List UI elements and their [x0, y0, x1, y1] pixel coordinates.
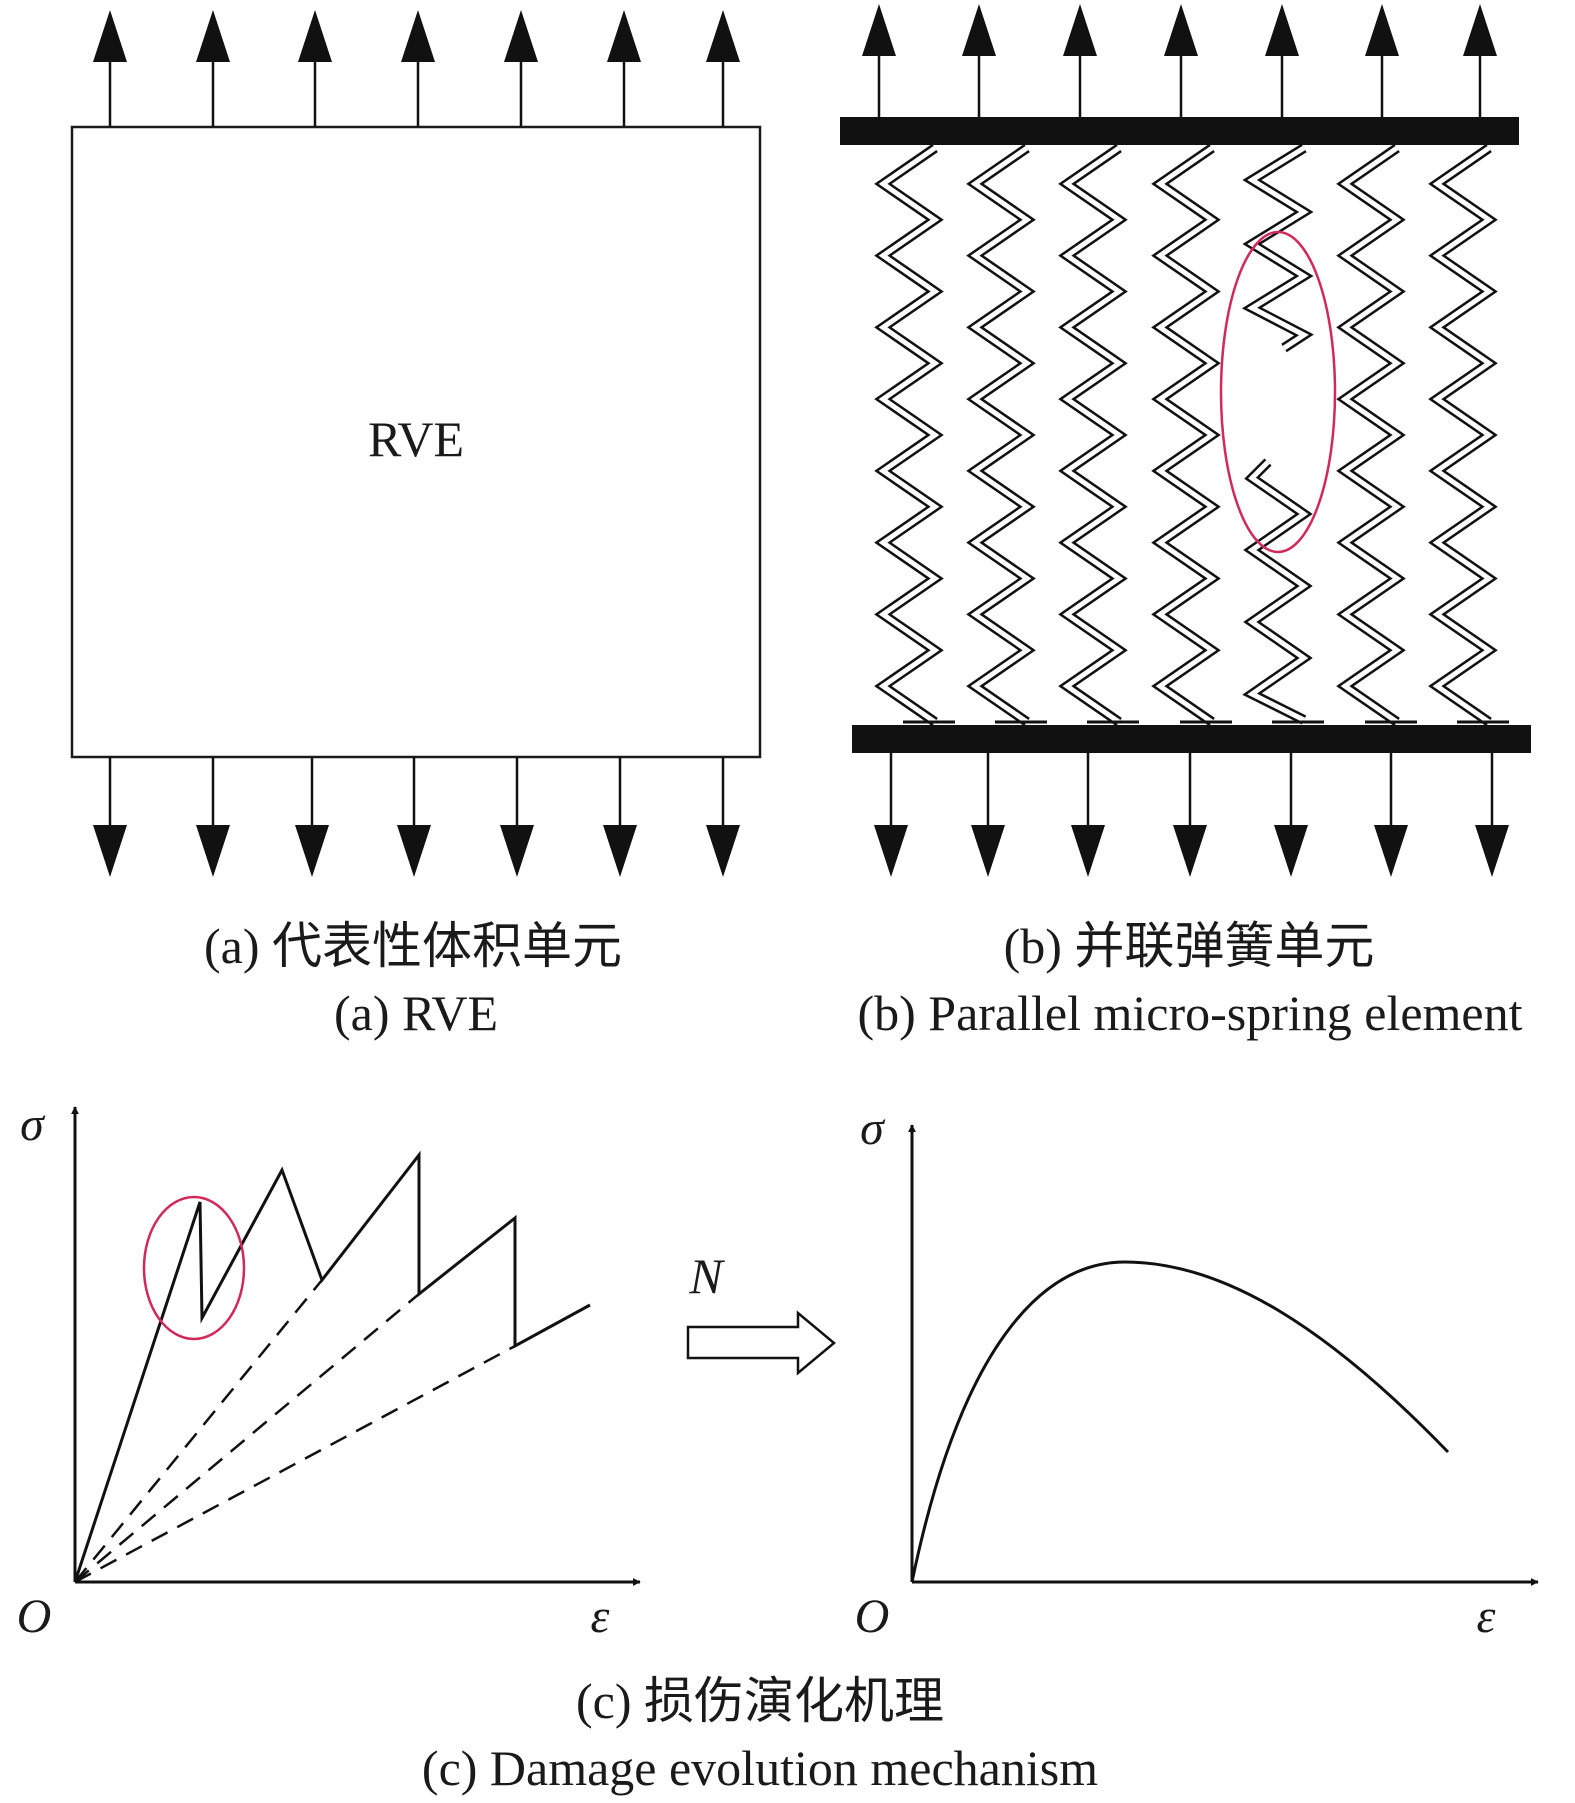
- rve-bottom-arrow-5-head: [500, 825, 534, 877]
- spring-1-outer: [874, 143, 944, 727]
- springs-top-arrows: [862, 4, 1497, 117]
- rve-top-arrow-5-head: [504, 10, 538, 62]
- rve-bottom-arrows: [93, 757, 740, 877]
- spring-7-outer: [1428, 143, 1498, 727]
- right-origin-label: O: [855, 1590, 890, 1643]
- spring-6-outer: [1336, 143, 1406, 727]
- rve-top-arrow-2-head: [196, 10, 230, 62]
- left-x-label: ε: [591, 1590, 610, 1643]
- left-plot: σ ε O: [17, 1098, 641, 1643]
- rve-top-arrow-6-head: [607, 10, 641, 62]
- caption-c-en: (c) Damage evolution mechanism: [422, 1740, 1098, 1796]
- rve-top-arrow-3-head: [298, 10, 332, 62]
- caption-a-en: (a) RVE: [334, 985, 498, 1041]
- spring-5-upper-inner: [1246, 145, 1309, 351]
- springs-top-arrow-5-head: [1265, 4, 1299, 56]
- damage-curve: [910, 1260, 1450, 1583]
- springs-top-arrow-6-head: [1365, 4, 1399, 56]
- broken-spring-highlight: [1219, 230, 1337, 554]
- right-y-label: σ: [860, 1102, 886, 1155]
- springs-top-arrow-1-head: [862, 4, 896, 56]
- spring-1-inner: [878, 145, 940, 725]
- springs-top-bar: [840, 117, 1519, 145]
- caption-c-cn: (c) 损伤演化机理: [576, 1673, 944, 1729]
- springs-top-arrow-3-head: [1063, 4, 1097, 56]
- rve-bottom-arrow-3-head: [295, 825, 329, 877]
- caption-a-cn: (a) 代表性体积单元: [204, 918, 622, 974]
- spring-4-outer: [1151, 143, 1221, 727]
- spring-4-inner: [1155, 145, 1217, 725]
- springs-bottom-arrow-2-head: [971, 825, 1005, 877]
- sawtooth-curve: [73, 1150, 591, 1583]
- spring-2-outer: [966, 143, 1036, 727]
- spring-3-inner: [1062, 145, 1124, 725]
- spring-6-inner: [1340, 145, 1402, 725]
- spring-5-lower-inner: [1247, 460, 1309, 723]
- hollow-arrow: [686, 1310, 836, 1376]
- left-y-label: σ: [20, 1098, 46, 1151]
- rve-top-arrows: [93, 10, 740, 127]
- springs-top-arrow-7-head: [1463, 4, 1497, 56]
- rve-bottom-arrow-1-head: [93, 825, 127, 877]
- right-x-label: ε: [1477, 1590, 1496, 1643]
- springs-bottom-arrow-6-head: [1374, 825, 1408, 877]
- springs-bottom-bar: [852, 725, 1531, 753]
- springs-top-arrow-4-head: [1164, 4, 1198, 56]
- panel-a: RVE (a) 代表性体积单元 (a) RVE: [70, 10, 762, 1041]
- springs-top-arrow-2-head: [962, 4, 996, 56]
- springs-bottom-arrow-7-head: [1475, 825, 1509, 877]
- unload-line-3: [74, 1344, 516, 1584]
- unload-line-1: [74, 1279, 323, 1583]
- spring-3-outer: [1058, 143, 1128, 727]
- panel-b: (b) 并联弹簧单元 (b) Parallel micro-spring ele…: [840, 4, 1531, 1041]
- transition-arrow: N: [686, 1248, 836, 1376]
- rve-box-label: RVE: [368, 411, 464, 467]
- rve-box: [70, 125, 762, 759]
- right-plot: σ ε O: [855, 1102, 1539, 1643]
- rve-top-arrow-7-head: [706, 10, 740, 62]
- rve-top-arrow-1-head: [93, 10, 127, 62]
- arrow-n-label: N: [688, 1248, 725, 1304]
- springs-group: [874, 143, 1509, 727]
- rve-bottom-arrow-7-head: [706, 825, 740, 877]
- rve-top-arrow-4-head: [401, 10, 435, 62]
- unload-line-2: [74, 1293, 420, 1583]
- spring-2-inner: [970, 145, 1032, 725]
- rve-bottom-arrow-2-head: [196, 825, 230, 877]
- rve-bottom-arrow-4-head: [397, 825, 431, 877]
- rve-bottom-arrow-6-head: [603, 825, 637, 877]
- springs-bottom-arrow-5-head: [1274, 825, 1308, 877]
- first-drop-highlight: [142, 1195, 246, 1341]
- springs-bottom-arrow-4-head: [1173, 825, 1207, 877]
- springs-bottom-arrow-1-head: [874, 825, 908, 877]
- left-origin-label: O: [17, 1590, 52, 1643]
- springs-bottom-arrow-3-head: [1071, 825, 1105, 877]
- caption-b-en: (b) Parallel micro-spring element: [857, 985, 1522, 1041]
- spring-7-inner: [1432, 145, 1494, 725]
- caption-b-cn: (b) 并联弹簧单元: [1004, 918, 1375, 974]
- panel-c: σ ε O N σ ε O (c) 损伤演化机理 (c) Damage evol…: [17, 1098, 1539, 1796]
- springs-bottom-arrows: [874, 753, 1509, 877]
